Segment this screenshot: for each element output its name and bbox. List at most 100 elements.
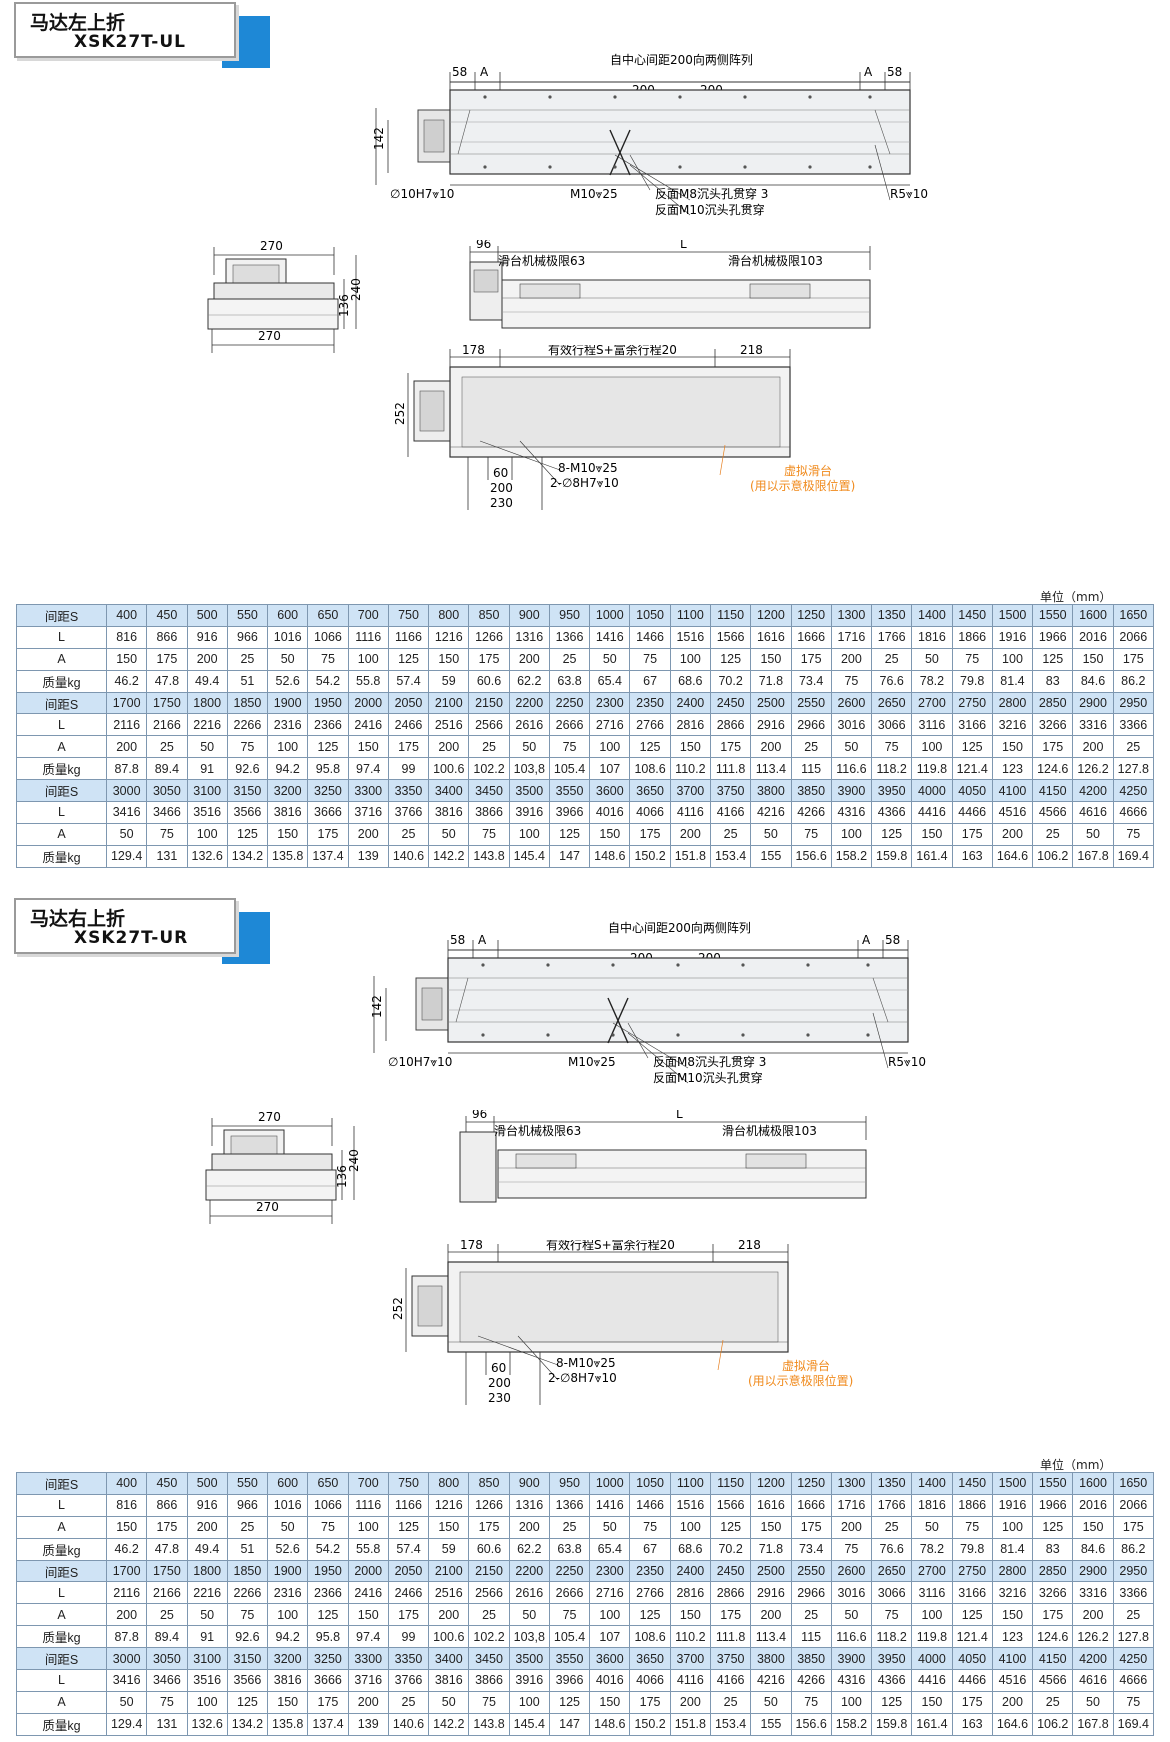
front-view-drawing: 96 L 滑台机械极限63 滑台机械极限103 <box>469 240 871 329</box>
table-cell: 55.8 <box>347 669 389 693</box>
table-cell: 121.4 <box>951 1625 993 1649</box>
table-cell: 92.6 <box>226 757 269 781</box>
holes-8h7: 2-∅8H7⩔10 <box>548 1371 617 1385</box>
table-cell: 97.4 <box>347 757 389 781</box>
table-cell: 3566 <box>226 801 269 824</box>
table-cell: 4616 <box>1072 801 1114 824</box>
table-cell: 200 <box>428 735 470 759</box>
dim-96: 96 <box>476 240 491 251</box>
table-cell: 142.2 <box>428 1712 470 1736</box>
table-cell: 3016 <box>830 713 873 737</box>
table-cell: 4366 <box>871 1669 913 1692</box>
row-label: L <box>16 713 107 737</box>
dim-a-right: A <box>864 65 873 79</box>
table-cell: 1350 <box>871 604 913 627</box>
table-cell: 100.6 <box>428 757 470 781</box>
table-cell: 3816 <box>428 801 470 824</box>
table-cell: 3716 <box>347 1669 389 1692</box>
table-cell: 50 <box>105 822 148 846</box>
table-cell: 25 <box>548 1515 591 1539</box>
table-cell: 1800 <box>186 691 228 715</box>
table-cell: 2266 <box>226 713 269 737</box>
table-cell: 175 <box>468 1515 510 1539</box>
table-cell: 200 <box>508 647 550 671</box>
table-cell: 75 <box>1112 822 1155 846</box>
table-cell: 200 <box>105 735 148 759</box>
table-cell: 124.6 <box>1032 757 1074 781</box>
table-cell: 75 <box>871 1603 913 1627</box>
table-cell: 3916 <box>508 1669 550 1692</box>
table-cell: 1516 <box>669 1493 711 1517</box>
row-label: 质量kg <box>16 1537 107 1561</box>
table-cell: 200 <box>991 822 1034 846</box>
table-cell: 2700 <box>911 691 953 715</box>
table-cell: 2216 <box>186 1581 228 1605</box>
table-cell: 1116 <box>347 1493 389 1517</box>
table-cell: 125 <box>871 1690 913 1714</box>
row-label: 间距S <box>16 691 107 715</box>
table-cell: 1416 <box>589 1493 631 1517</box>
table-cell: 148.6 <box>589 1712 631 1736</box>
table-cell: 2050 <box>387 691 430 715</box>
table-cell: 1016 <box>267 625 309 649</box>
table-cell: 2250 <box>548 1559 591 1583</box>
row-label: A <box>16 647 107 671</box>
table-cell: 1766 <box>871 1493 913 1517</box>
table-cell: 3700 <box>669 1647 711 1671</box>
table-cell: 135.8 <box>267 1712 309 1736</box>
table-cell: 75 <box>146 822 188 846</box>
table-cell: 81.4 <box>991 669 1034 693</box>
section-header: 马达左上折 XSK27T-UL <box>14 2 236 58</box>
table-cell: 3516 <box>186 801 228 824</box>
table-cell: 46.2 <box>105 1537 148 1561</box>
table-cell: 175 <box>387 1603 430 1627</box>
table-cell: 71.8 <box>750 1537 792 1561</box>
table-cell: 2750 <box>951 691 993 715</box>
top-view-drawing: 58 A 自中心间距200向两侧阵列 200 200 A 58 235 186 … <box>370 52 928 217</box>
table-cell: 3300 <box>347 1647 389 1671</box>
table-cell: 132.6 <box>186 844 228 868</box>
table-cell: 3800 <box>750 779 792 803</box>
front-view-drawing: 96 L 滑台机械极限63 滑台机械极限103 <box>459 1110 867 1203</box>
table-cell: 1750 <box>146 1559 188 1583</box>
table-cell: 1800 <box>186 1559 228 1583</box>
table-cell: 2066 <box>1112 1493 1155 1517</box>
table-cell: 50 <box>1072 822 1114 846</box>
table-cell: 2166 <box>146 1581 188 1605</box>
table-cell: 2966 <box>790 1581 832 1605</box>
table-cell: 3966 <box>548 801 591 824</box>
table-cell: 1200 <box>750 1472 792 1495</box>
table-cell: 3766 <box>387 1669 430 1692</box>
table-cell: 164.6 <box>991 844 1034 868</box>
table-cell: 4666 <box>1112 801 1155 824</box>
table-cell: 200 <box>428 1603 470 1627</box>
table-cell: 1216 <box>428 625 470 649</box>
table-cell: 4516 <box>991 801 1034 824</box>
table-cell: 4250 <box>1112 779 1155 803</box>
dim-a-left: A <box>478 933 487 947</box>
dim-58-right: 58 <box>885 933 900 947</box>
table-cell: 1466 <box>629 625 671 649</box>
table-cell: 400 <box>105 604 148 627</box>
table-cell: 2716 <box>589 1581 631 1605</box>
table-cell: 50 <box>830 735 873 759</box>
dim-270-top: 270 <box>260 239 283 253</box>
table-cell: 3100 <box>186 1647 228 1671</box>
table-cell: 3016 <box>830 1581 873 1605</box>
table-cell: 2666 <box>548 1581 591 1605</box>
row-label: A <box>16 1690 107 1714</box>
table-cell: 75 <box>468 1690 510 1714</box>
table-cell: 4150 <box>1032 1647 1074 1671</box>
table-cell: 1150 <box>709 604 752 627</box>
table-cell: 25 <box>1032 822 1074 846</box>
table-cell: 2566 <box>468 713 510 737</box>
table-cell: 2450 <box>709 691 752 715</box>
table-cell: 108.6 <box>629 1625 671 1649</box>
table-cell: 1600 <box>1072 604 1114 627</box>
